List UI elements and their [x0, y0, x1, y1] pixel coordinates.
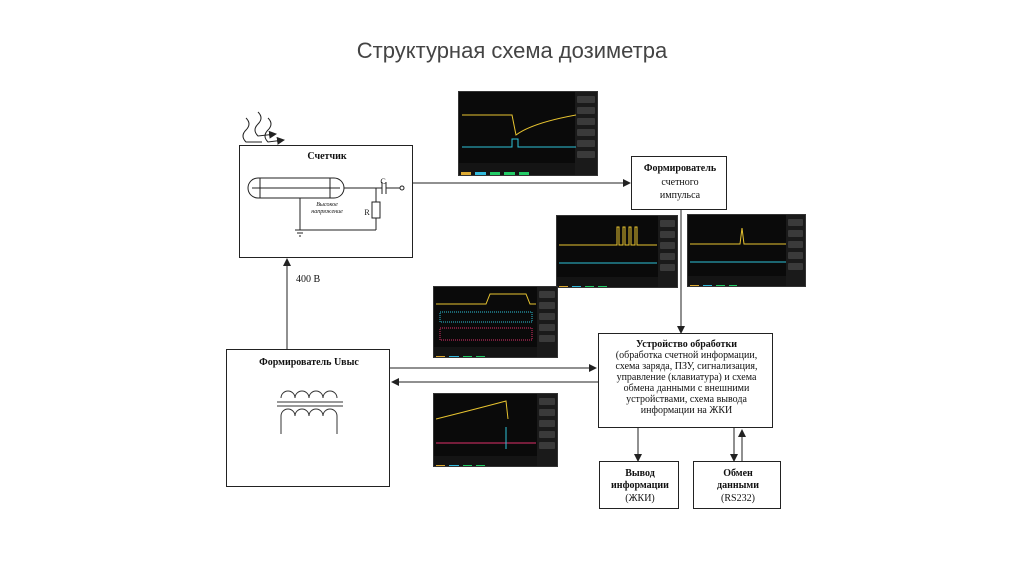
processor-line: информации на ЖКИ — [640, 405, 733, 416]
shaper-line2: счетного — [661, 177, 699, 188]
oscilloscope-image — [433, 393, 558, 467]
geiger-tube-schematic — [247, 177, 405, 237]
processor-line: (обработка счетной информации, — [615, 350, 758, 361]
hv-label: Формирователь Uвыс — [259, 357, 359, 368]
processing-unit-block: Устройство обработки (обработка счетной … — [598, 333, 773, 428]
processor-line: управление (клавиатура) и схема — [616, 372, 757, 383]
tube-note-2: напряжение — [311, 209, 343, 215]
counter-block: Счетчик C R Высокое напряжение — [239, 145, 413, 258]
processor-title: Устройство обработки — [636, 339, 737, 350]
output-line2: информации — [611, 480, 669, 491]
tube-note-1: Высокое — [316, 202, 338, 208]
output-line1: Вывод — [625, 468, 655, 479]
oscilloscope-image — [433, 286, 558, 358]
data-exchange-block: Обмен данными (RS232) — [693, 461, 781, 509]
shaper-line3: импульса — [659, 190, 701, 201]
hv-shaper-block: Формирователь Uвыс — [226, 349, 390, 487]
pulse-shaper-block: Формирователь счетного импульса — [631, 156, 727, 210]
output-block: Вывод информации (ЖКИ) — [599, 461, 679, 509]
transformer-icon — [277, 390, 343, 434]
voltage-label: 400 В — [296, 274, 321, 285]
processor-line: обмена данными с внешними — [623, 383, 750, 394]
output-line3: (ЖКИ) — [625, 493, 655, 504]
exchange-line1: Обмен — [723, 468, 753, 479]
oscilloscope-image — [687, 214, 806, 287]
resistor-label: R — [364, 208, 370, 217]
page-title: Структурная схема дозиметра — [356, 38, 668, 63]
shaper-line1: Формирователь — [643, 163, 717, 174]
exchange-line3: (RS232) — [721, 493, 755, 504]
processor-line: устройствами, схема вывода — [626, 394, 747, 405]
processor-line: схема заряда, ПЗУ, сигнализация, — [615, 361, 758, 372]
radiation-icon — [242, 111, 285, 145]
oscilloscope-image — [556, 215, 678, 288]
exchange-line2: данными — [717, 480, 759, 491]
capacitor-label: C — [380, 177, 386, 186]
oscilloscope-image — [458, 91, 598, 176]
counter-label: Счетчик — [307, 151, 347, 162]
